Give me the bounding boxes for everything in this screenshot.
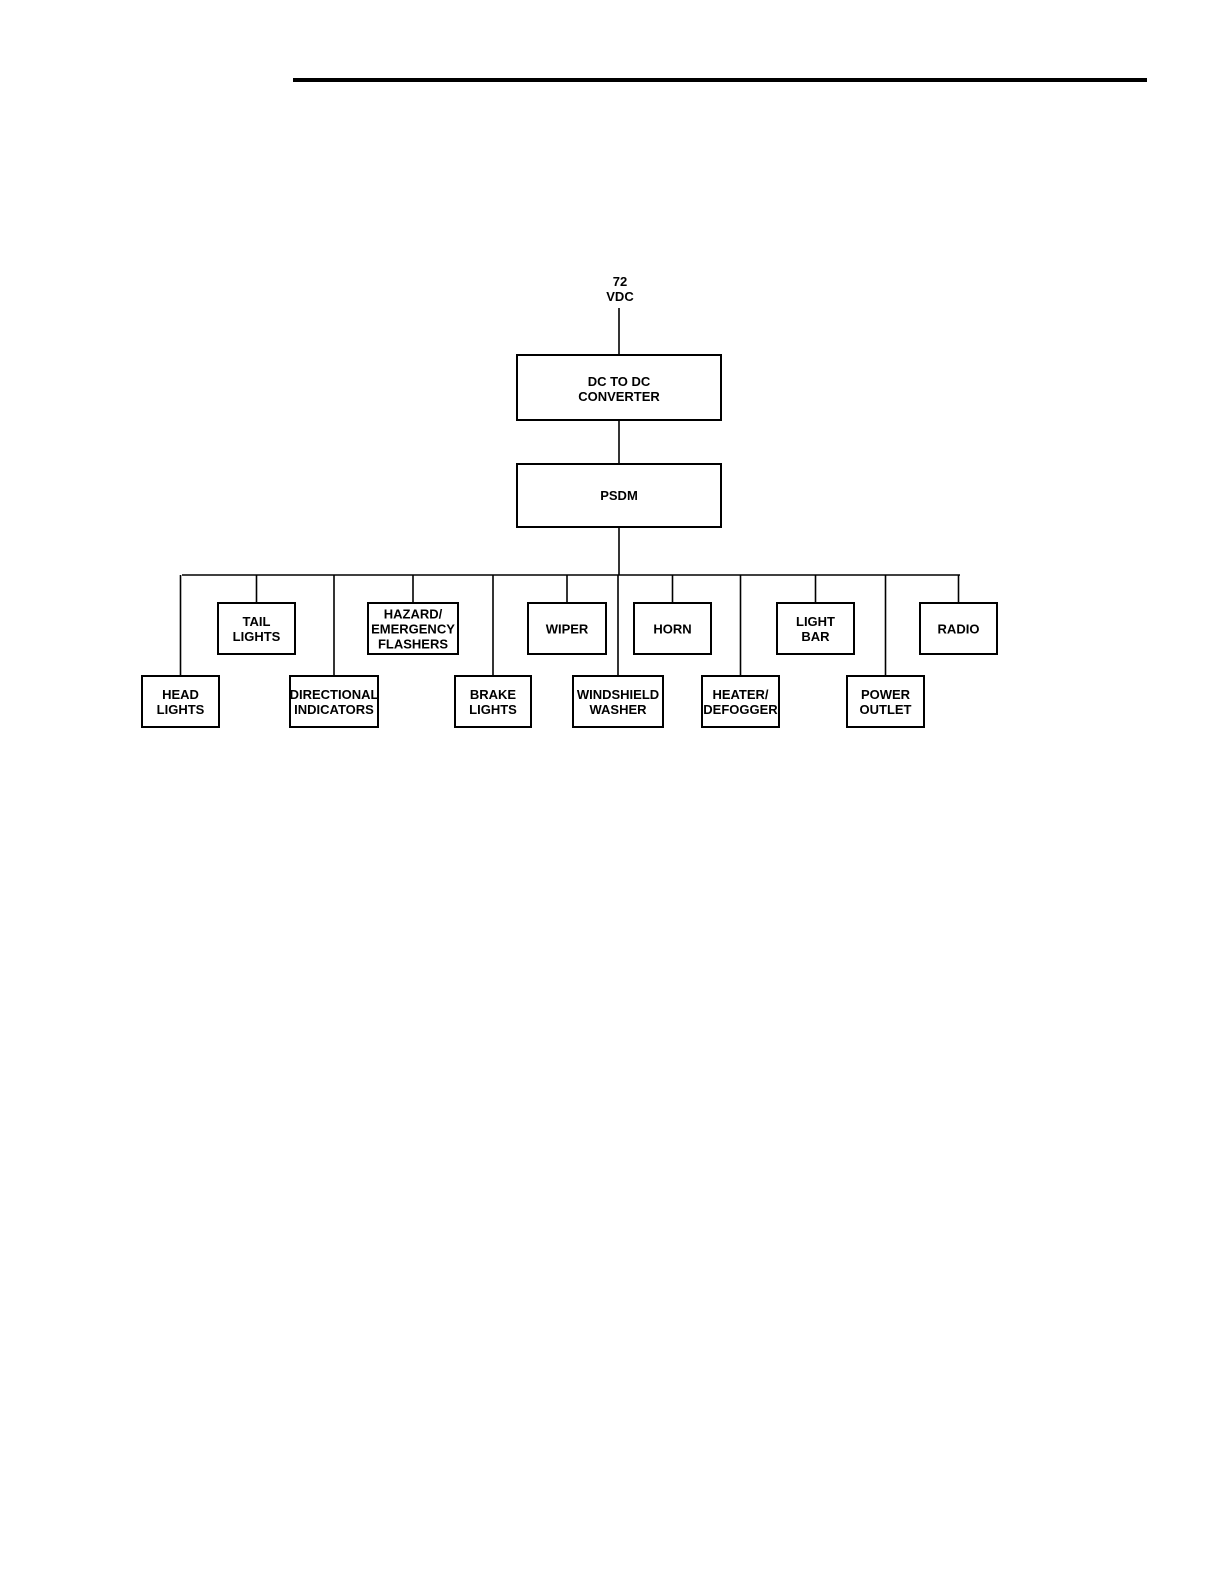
wiper-block: WIPER [528, 575, 606, 654]
brake-lights-label: LIGHTS [469, 702, 517, 717]
power-outlet-label: OUTLET [860, 702, 912, 717]
windshield-washer-label: WINDSHIELD [577, 687, 659, 702]
horn-block: HORN [634, 575, 711, 654]
converter-label-line1: DC TO DC [588, 374, 651, 389]
light-bar-label: LIGHT [796, 614, 835, 629]
heater-defogger-label: DEFOGGER [703, 702, 778, 717]
tail-lights-label: LIGHTS [233, 629, 281, 644]
wiper-label: WIPER [546, 622, 589, 637]
head-lights-label: HEAD [162, 687, 199, 702]
radio-label: RADIO [938, 622, 980, 637]
converter-label-line2: CONVERTER [578, 389, 660, 404]
radio-block: RADIO [920, 575, 997, 654]
directional-indicators-label: DIRECTIONAL [290, 687, 379, 702]
converter-block: DC TO DC CONVERTER [517, 355, 721, 420]
psdm-block: PSDM [517, 464, 721, 527]
head-lights-label: LIGHTS [157, 702, 205, 717]
power-outlet-label: POWER [861, 687, 911, 702]
psdm-label: PSDM [600, 488, 638, 503]
hazard-emergency-flashers-label: HAZARD/ [384, 607, 443, 622]
light-bar-label: BAR [801, 629, 830, 644]
windshield-washer-label: WASHER [589, 702, 647, 717]
directional-indicators-label: INDICATORS [294, 702, 374, 717]
heater-defogger-block: HEATER/DEFOGGER [702, 575, 779, 727]
input-voltage-unit: VDC [606, 289, 634, 304]
hazard-emergency-flashers-label: FLASHERS [378, 637, 448, 652]
hazard-emergency-flashers-label: EMERGENCY [371, 622, 455, 637]
tail-lights-label: TAIL [243, 614, 271, 629]
heater-defogger-label: HEATER/ [712, 687, 768, 702]
input-voltage-label: 72 [613, 274, 627, 289]
horn-label: HORN [653, 622, 691, 637]
brake-lights-label: BRAKE [470, 687, 517, 702]
